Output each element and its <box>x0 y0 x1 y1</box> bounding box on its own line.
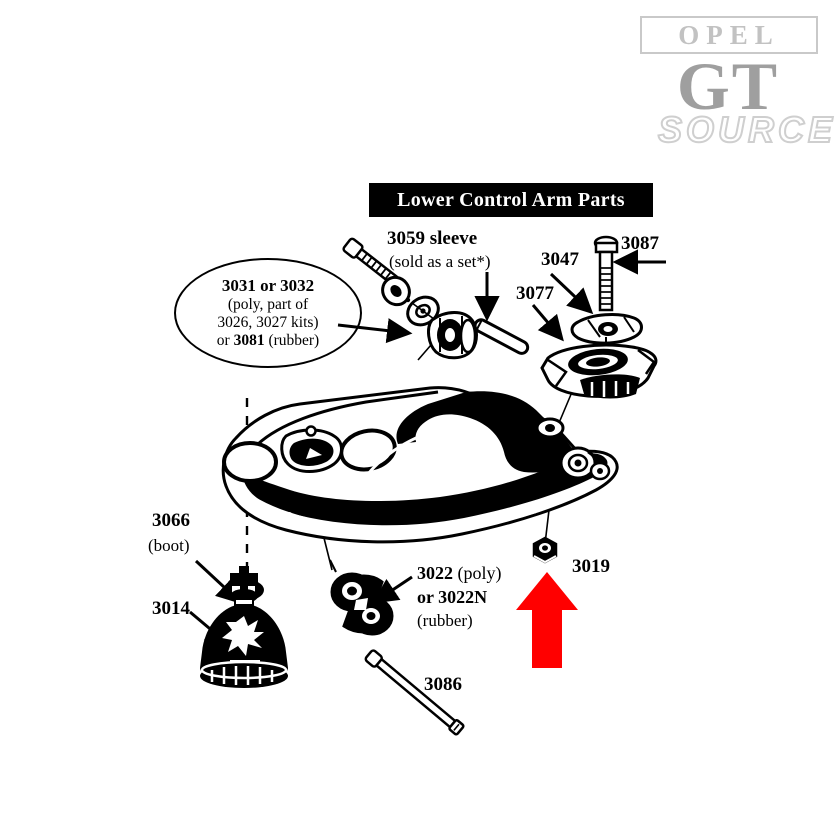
leader-bushing-to-arm <box>417 344 432 361</box>
arm-rib-outer <box>356 428 437 490</box>
bracket-skirt-ribs <box>590 381 630 397</box>
bracket-skirt <box>580 374 640 399</box>
callout-line-1: 3031 or 3032 <box>221 275 315 295</box>
control-arm-bushing-front <box>427 311 478 360</box>
watermark-opel-text: OPEL <box>678 19 780 50</box>
hex-nut-3019 <box>532 536 558 564</box>
balljoint-mount-hole <box>222 441 278 483</box>
arm-rivet-hole <box>305 425 317 437</box>
callout-line-2: (poly, part of <box>227 295 309 313</box>
label-3014: 3014 <box>152 598 190 619</box>
arm-pocket-facet <box>306 448 322 459</box>
leader-3077-to-bracket <box>531 304 564 342</box>
bump-stop-bracket-3077 <box>540 343 658 399</box>
arm-rib-1 <box>376 438 441 488</box>
label-3087: 3087 <box>621 233 659 254</box>
label-3086: 3086 <box>424 674 462 695</box>
callout-line-4: or 3081 (rubber) <box>216 332 320 349</box>
bolt-3087-shank <box>598 250 614 312</box>
arm-bottom-highlight <box>241 488 537 533</box>
ball-joint-3014 <box>200 566 288 688</box>
leader-3022-to-bushing <box>372 575 413 604</box>
sleeve-3059 <box>473 318 530 355</box>
bolt-3087 <box>593 235 619 312</box>
label-3019: 3019 <box>572 556 610 577</box>
label-3022-poly: 3022 (poly) <box>417 563 502 583</box>
washer-small <box>381 275 411 307</box>
highlight-arrow-red <box>516 572 578 668</box>
pivot-bolt-threads <box>360 252 392 280</box>
label-3047: 3047 <box>541 249 579 270</box>
label-3077: 3077 <box>516 283 554 304</box>
arm-upper-edge <box>256 390 439 446</box>
arm-top-black-mass <box>396 391 577 473</box>
label-3066: 3066 <box>152 510 190 531</box>
watermark-source-text: SOURCE <box>657 109 836 150</box>
balljoint-flange <box>200 664 288 688</box>
arm-rib-3 <box>406 444 465 491</box>
leader-3047-to-plate <box>549 272 594 315</box>
through-bolt-3086 <box>364 649 465 736</box>
bolt-3086-shank <box>374 657 457 729</box>
washer-plate-3047 <box>570 313 643 352</box>
label-3066-note: (boot) <box>148 536 190 555</box>
label-3022-rubber-note: (rubber) <box>417 611 473 630</box>
lower-control-arm-body <box>221 386 619 544</box>
label-3059-note: (sold as a set*) <box>389 252 491 271</box>
title-bar-label: Lower Control Arm Parts <box>397 188 625 211</box>
title-bar: Lower Control Arm Parts <box>369 183 653 217</box>
label-3059-sleeve: 3059 sleeve <box>387 228 478 249</box>
arm-pivot-boss <box>559 446 611 481</box>
callout-line-3: 3026, 3027 kits) <box>217 313 319 331</box>
arm-rib-2 <box>390 441 453 490</box>
arm-lower-shadow <box>242 453 608 526</box>
bolt-3087-threads <box>600 267 612 305</box>
rear-bushing-3022 <box>329 559 394 636</box>
callout-ellipse-bushing: 3031 or 3032 (poly, part of 3026, 3027 k… <box>174 258 362 368</box>
label-3022n-rubber: or 3022N <box>417 587 488 607</box>
watermark-gt-text: GT <box>676 48 780 124</box>
watermark-opel-box: OPEL <box>640 16 818 54</box>
detail-dot-a <box>405 297 411 303</box>
arm-stud-boss <box>535 417 565 439</box>
leader-ellipse-to-bushing <box>337 318 413 344</box>
